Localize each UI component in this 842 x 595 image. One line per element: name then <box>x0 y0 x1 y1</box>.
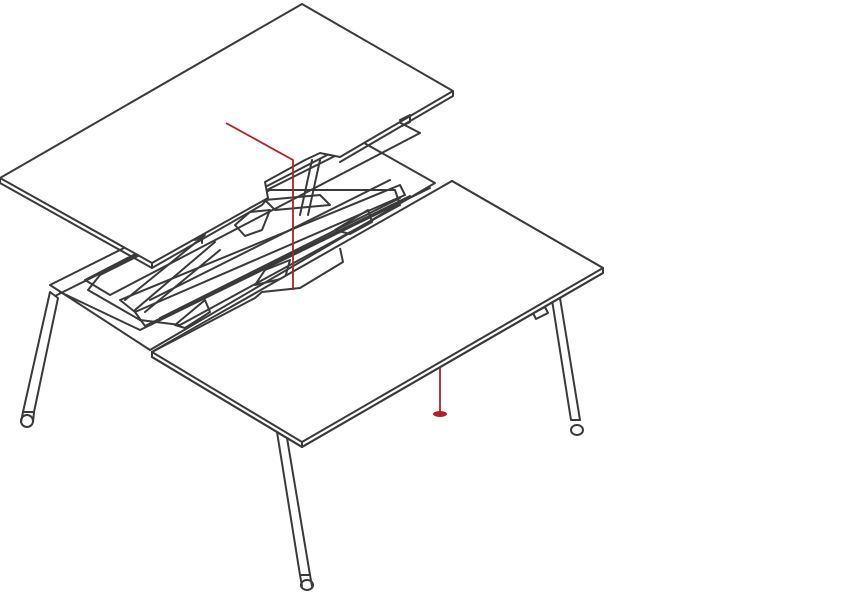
callout-lines <box>225 122 447 417</box>
callout-dot <box>433 411 447 417</box>
lower-tabletop <box>151 180 604 448</box>
callout-upper <box>225 122 294 290</box>
left-leg <box>22 291 59 413</box>
front-leg <box>276 431 311 576</box>
frame <box>49 119 436 351</box>
legs <box>20 291 584 591</box>
right-leg <box>551 297 581 421</box>
upper-tabletop <box>0 3 454 269</box>
